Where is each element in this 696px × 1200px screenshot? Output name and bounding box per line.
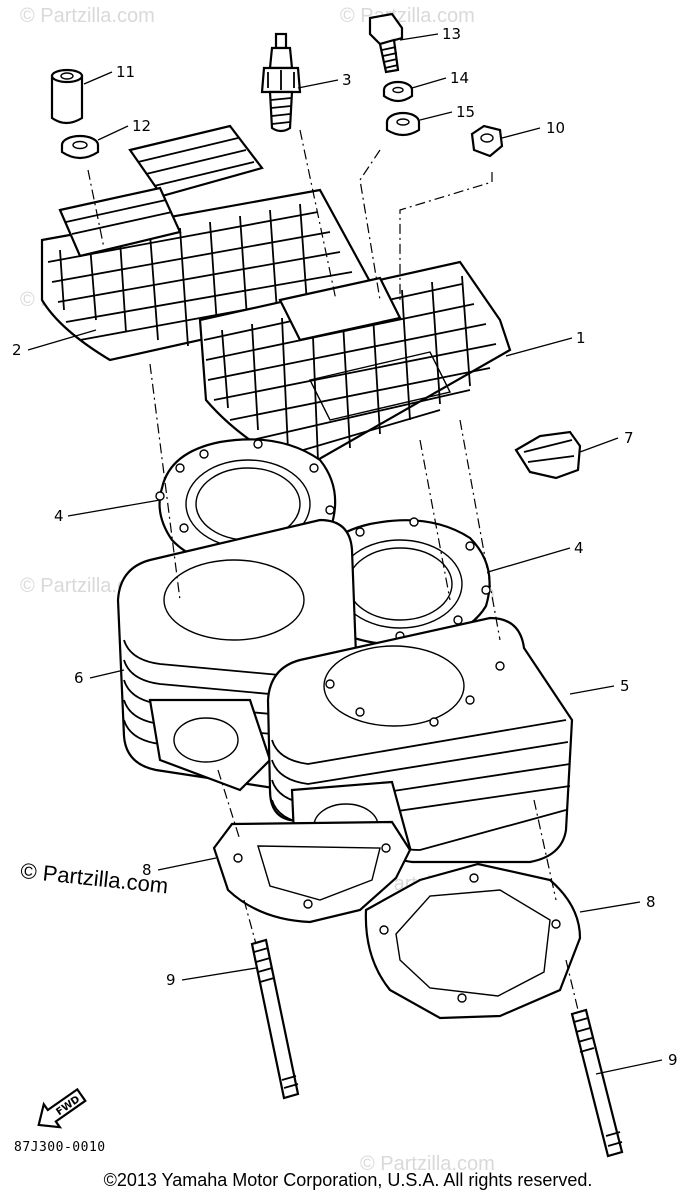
callout-10: 10 xyxy=(546,119,565,137)
part-9-stud-left xyxy=(250,938,300,1100)
part-14-washer xyxy=(382,80,414,103)
copyright-notice: ©2013 Yamaha Motor Corporation, U.S.A. A… xyxy=(103,1170,593,1190)
callout-4-left: 4 xyxy=(54,507,64,525)
callout-8-left: 8 xyxy=(142,861,152,879)
callout-12: 12 xyxy=(132,117,151,135)
callout-11: 11 xyxy=(116,63,135,81)
part-3-spark-plug xyxy=(260,32,302,133)
alignment-lines xyxy=(87,129,579,1011)
part-8-base-gasket-left xyxy=(212,820,412,924)
callout-2: 2 xyxy=(12,341,22,359)
part-11-sleeve xyxy=(50,68,84,125)
fwd-arrow-icon: FWD xyxy=(37,1087,87,1129)
part-13-bolt xyxy=(368,12,404,74)
part-7-grommet xyxy=(514,430,582,480)
diagram-code: 87J300-0010 xyxy=(14,1140,106,1155)
callout-9-left: 9 xyxy=(166,971,176,989)
watermark-faint: © Partzilla.com xyxy=(20,5,155,27)
watermark-faint: © Partzilla.com xyxy=(360,1153,495,1175)
watermark-faint: © Partzilla.com xyxy=(340,5,475,27)
part-12-washer xyxy=(60,134,100,160)
callout-labels: 1 2 3 4 4 5 6 7 8 8 9 9 10 11 12 13 14 1… xyxy=(12,25,678,1069)
callout-13: 13 xyxy=(442,25,461,43)
part-8-base-gasket-right xyxy=(364,862,582,1020)
callout-1: 1 xyxy=(576,329,586,347)
leader-lines xyxy=(27,33,663,1075)
callout-15: 15 xyxy=(456,103,475,121)
part-15-washer xyxy=(385,111,421,137)
callout-6: 6 xyxy=(74,669,84,687)
part-9-stud-right xyxy=(570,1008,624,1158)
callout-7: 7 xyxy=(624,429,634,447)
part-10-nut xyxy=(470,124,504,158)
callout-5: 5 xyxy=(620,677,630,695)
callout-3: 3 xyxy=(342,71,352,89)
callout-9-right: 9 xyxy=(668,1051,678,1069)
callout-8-right: 8 xyxy=(646,893,656,911)
callout-4-right: 4 xyxy=(574,539,584,557)
part-1-cylinder-head-right xyxy=(198,260,512,472)
callout-14: 14 xyxy=(450,69,469,87)
